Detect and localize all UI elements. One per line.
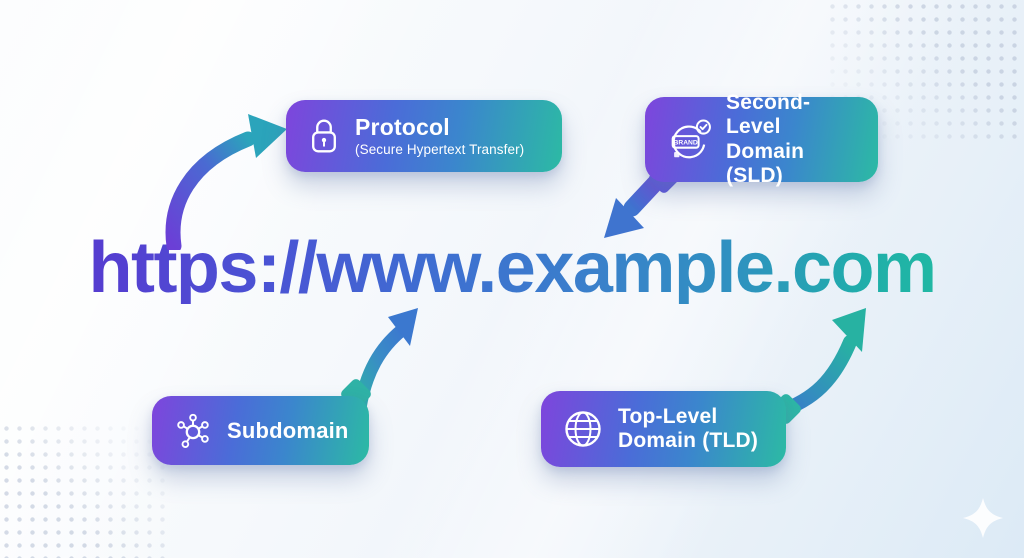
network-icon bbox=[172, 410, 214, 452]
sld-title-line2: Domain (SLD) bbox=[726, 139, 805, 187]
lock-icon bbox=[306, 114, 342, 158]
brand-icon-label: BRAND bbox=[674, 139, 698, 146]
protocol-arrow bbox=[165, 114, 287, 250]
url-text: https://www.example.com bbox=[0, 232, 1024, 304]
subdomain-title: Subdomain bbox=[227, 417, 349, 443]
sld-title-line1: Second-Level bbox=[726, 90, 811, 139]
sld-badge: BRAND Second-Level Domain (SLD) bbox=[645, 91, 878, 187]
tld-badge-text: Top-Level Domain (TLD) bbox=[618, 405, 758, 454]
tld-title-line2: Domain (TLD) bbox=[618, 429, 759, 452]
dot-grid-bottom-left bbox=[0, 422, 170, 558]
protocol-badge-text: Protocol (Secure Hypertext Transfer) bbox=[355, 113, 525, 158]
tld-title-line1: Top-Level bbox=[618, 404, 718, 428]
brand-icon: BRAND bbox=[665, 116, 713, 164]
sld-badge-text: Second-Level Domain (SLD) bbox=[726, 91, 860, 188]
globe-icon bbox=[561, 407, 605, 451]
protocol-title: Protocol bbox=[355, 113, 450, 140]
subdomain-badge: Subdomain bbox=[152, 396, 369, 465]
protocol-subtitle: (Secure Hypertext Transfer) bbox=[355, 142, 525, 158]
tld-badge: Top-Level Domain (TLD) bbox=[541, 391, 786, 467]
protocol-badge: Protocol (Secure Hypertext Transfer) bbox=[286, 100, 562, 172]
sparkle-icon bbox=[963, 498, 1003, 538]
